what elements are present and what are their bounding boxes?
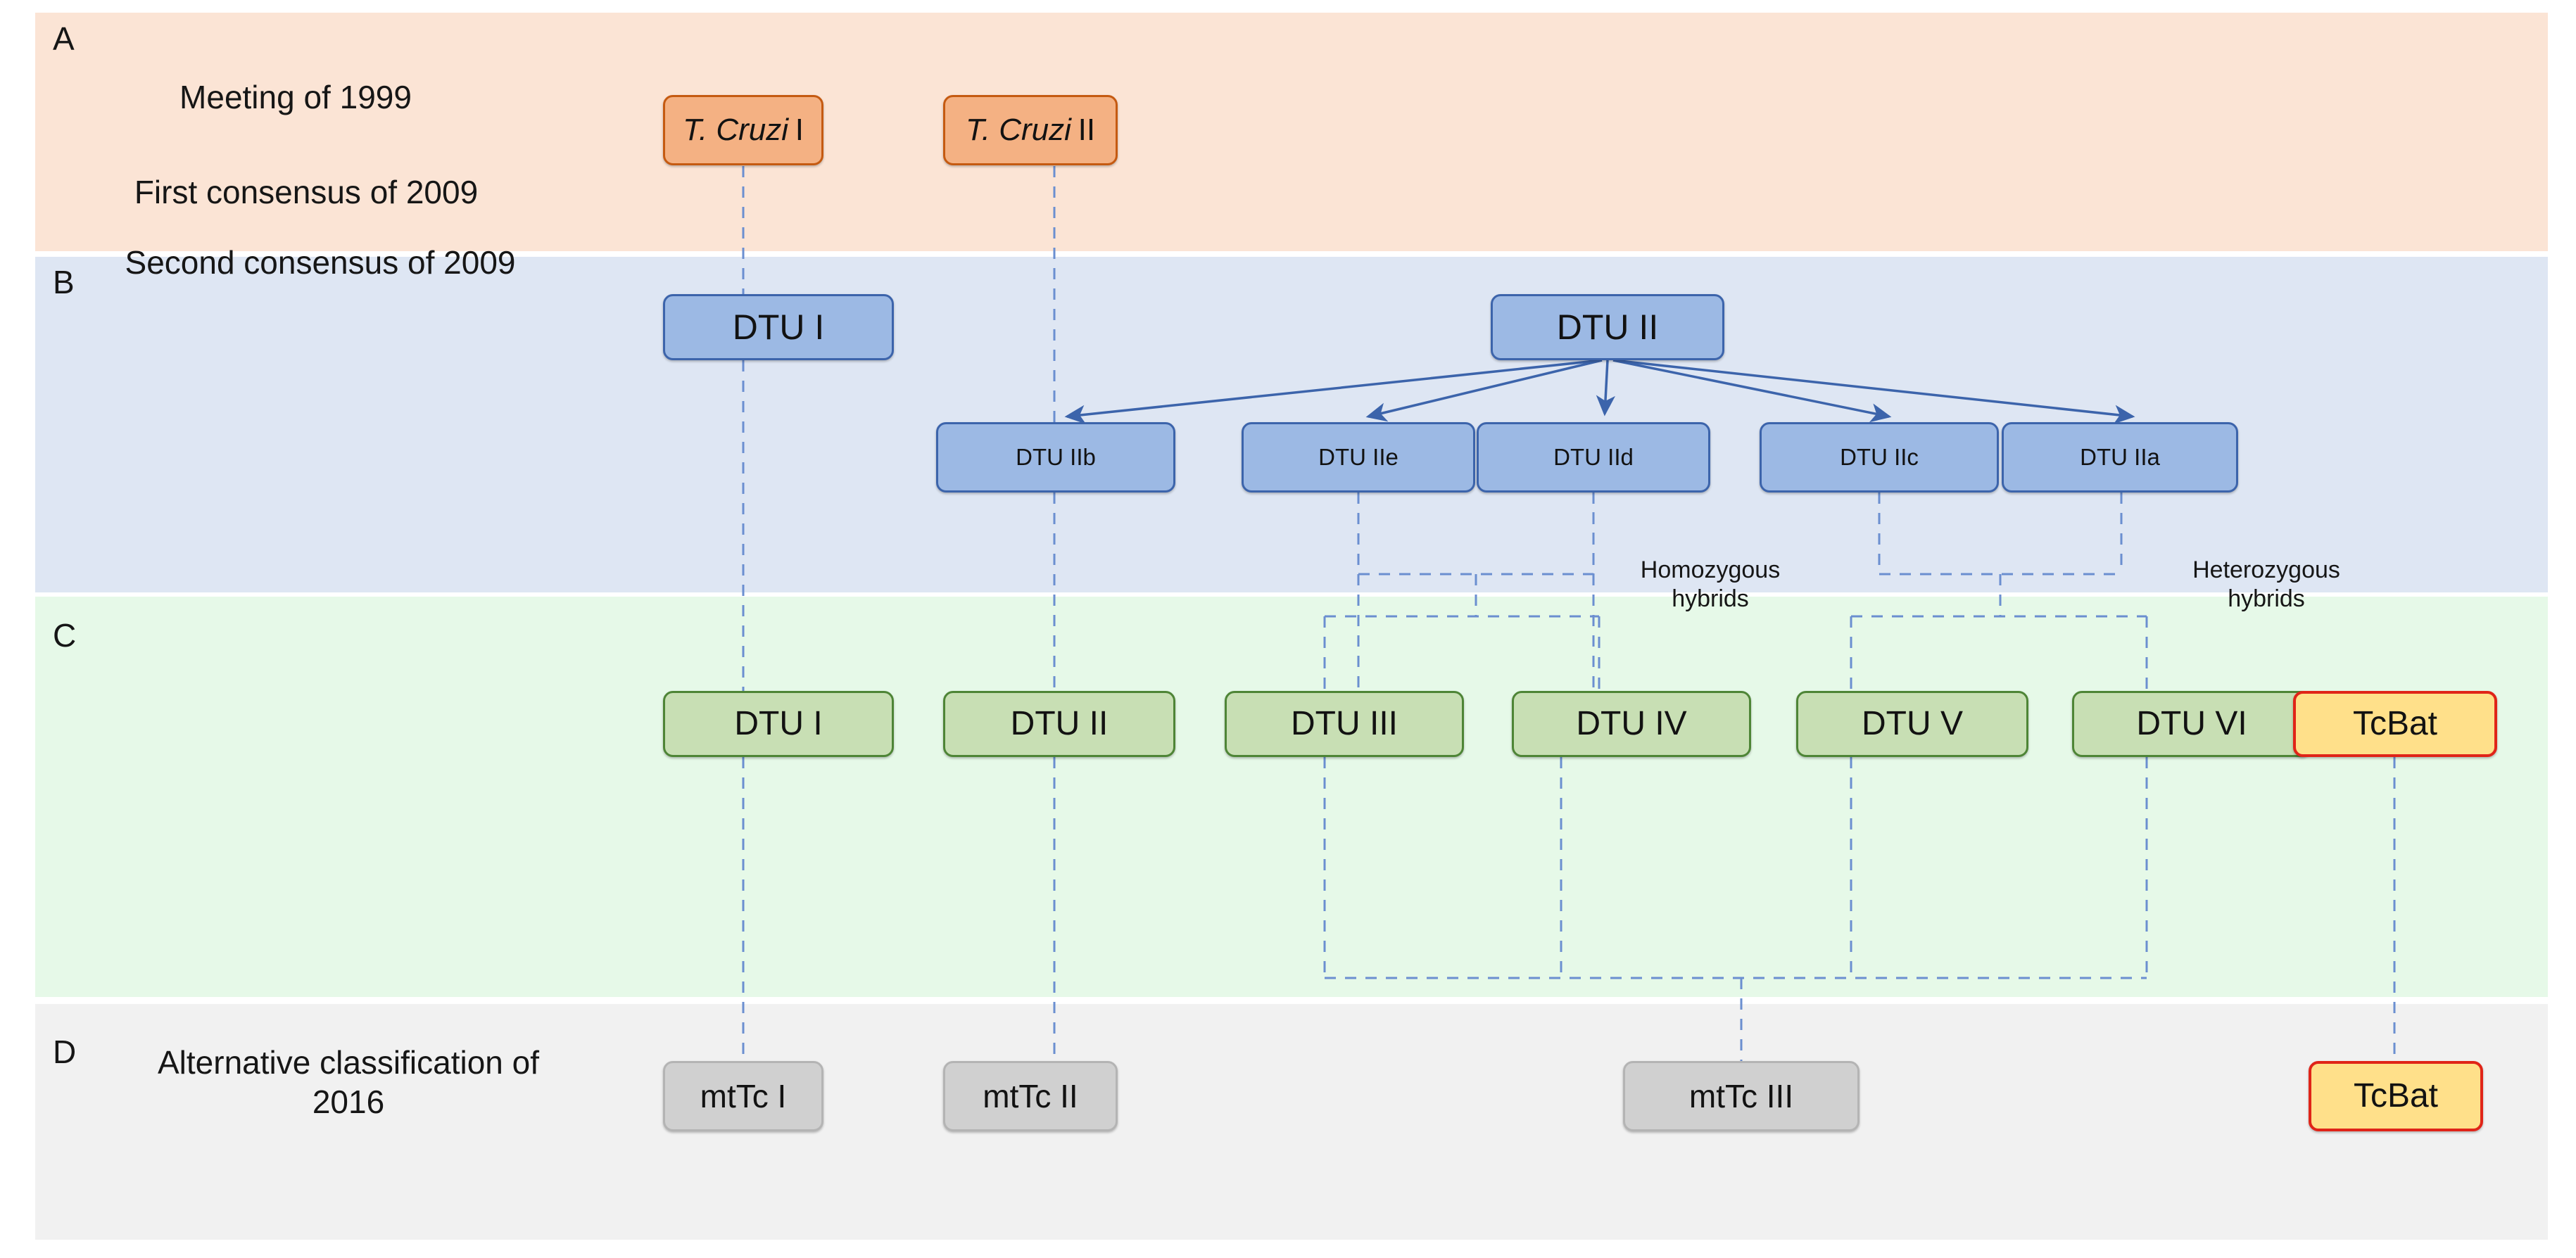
homozygous-line2: hybrids (1672, 585, 1749, 612)
node-c-dtu-6[interactable]: DTU VI (2072, 691, 2311, 757)
node-b-dtu-2c[interactable]: DTU IIc (1760, 422, 1999, 493)
node-c-dtu-4[interactable]: DTU IV (1512, 691, 1751, 757)
node-b-dtu-2d[interactable]: DTU IId (1477, 422, 1710, 493)
panel-d-letter: D (53, 1034, 77, 1070)
t-cruzi-2-numeral: II (1078, 112, 1096, 147)
panel-c-caption: Second consensus of 2009 (125, 244, 516, 281)
node-d-tcbat[interactable]: TcBat (2309, 1061, 2483, 1131)
node-d-mttc-2[interactable]: mtTc II (943, 1061, 1118, 1131)
panel-b-letter: B (53, 264, 75, 300)
t-cruzi-1-numeral: I (795, 112, 804, 147)
heterozygous-hybrids-label: Heterozygous hybrids (2154, 556, 2379, 614)
node-c-dtu-3[interactable]: DTU III (1225, 691, 1464, 757)
t-cruzi-2-genus: T. Cruzi (965, 112, 1071, 147)
node-d-mttc-1[interactable]: mtTc I (663, 1061, 823, 1131)
homozygous-hybrids-label: Homozygous hybrids (1605, 556, 1816, 614)
node-d-mttc-3[interactable]: mtTc III (1623, 1061, 1860, 1131)
heterozygous-line1: Heterozygous (2192, 557, 2340, 583)
panel-b-caption: First consensus of 2009 (134, 174, 479, 210)
node-c-tcbat[interactable]: TcBat (2293, 691, 2497, 757)
panel-a-caption: Meeting of 1999 (179, 79, 412, 115)
node-b-dtu-2[interactable]: DTU II (1491, 294, 1724, 360)
panel-c-letter: C (53, 617, 77, 654)
homozygous-line1: Homozygous (1640, 557, 1781, 583)
panel-c (35, 597, 2548, 997)
heterozygous-line2: hybrids (2228, 585, 2305, 612)
panel-d (35, 1004, 2548, 1240)
t-cruzi-1-genus: T. Cruzi (683, 112, 789, 147)
node-c-dtu-5[interactable]: DTU V (1796, 691, 2028, 757)
node-c-dtu-2[interactable]: DTU II (943, 691, 1175, 757)
panel-a-letter: A (53, 20, 75, 57)
node-b-dtu-2a[interactable]: DTU IIa (2002, 422, 2238, 493)
node-b-dtu-1[interactable]: DTU I (663, 294, 894, 360)
panel-d-caption: Alternative classification of 2016 (157, 1044, 540, 1121)
panel-a (35, 13, 2548, 251)
node-c-dtu-1[interactable]: DTU I (663, 691, 894, 757)
node-b-dtu-2b[interactable]: DTU IIb (936, 422, 1175, 493)
node-b-dtu-2e[interactable]: DTU IIe (1242, 422, 1475, 493)
